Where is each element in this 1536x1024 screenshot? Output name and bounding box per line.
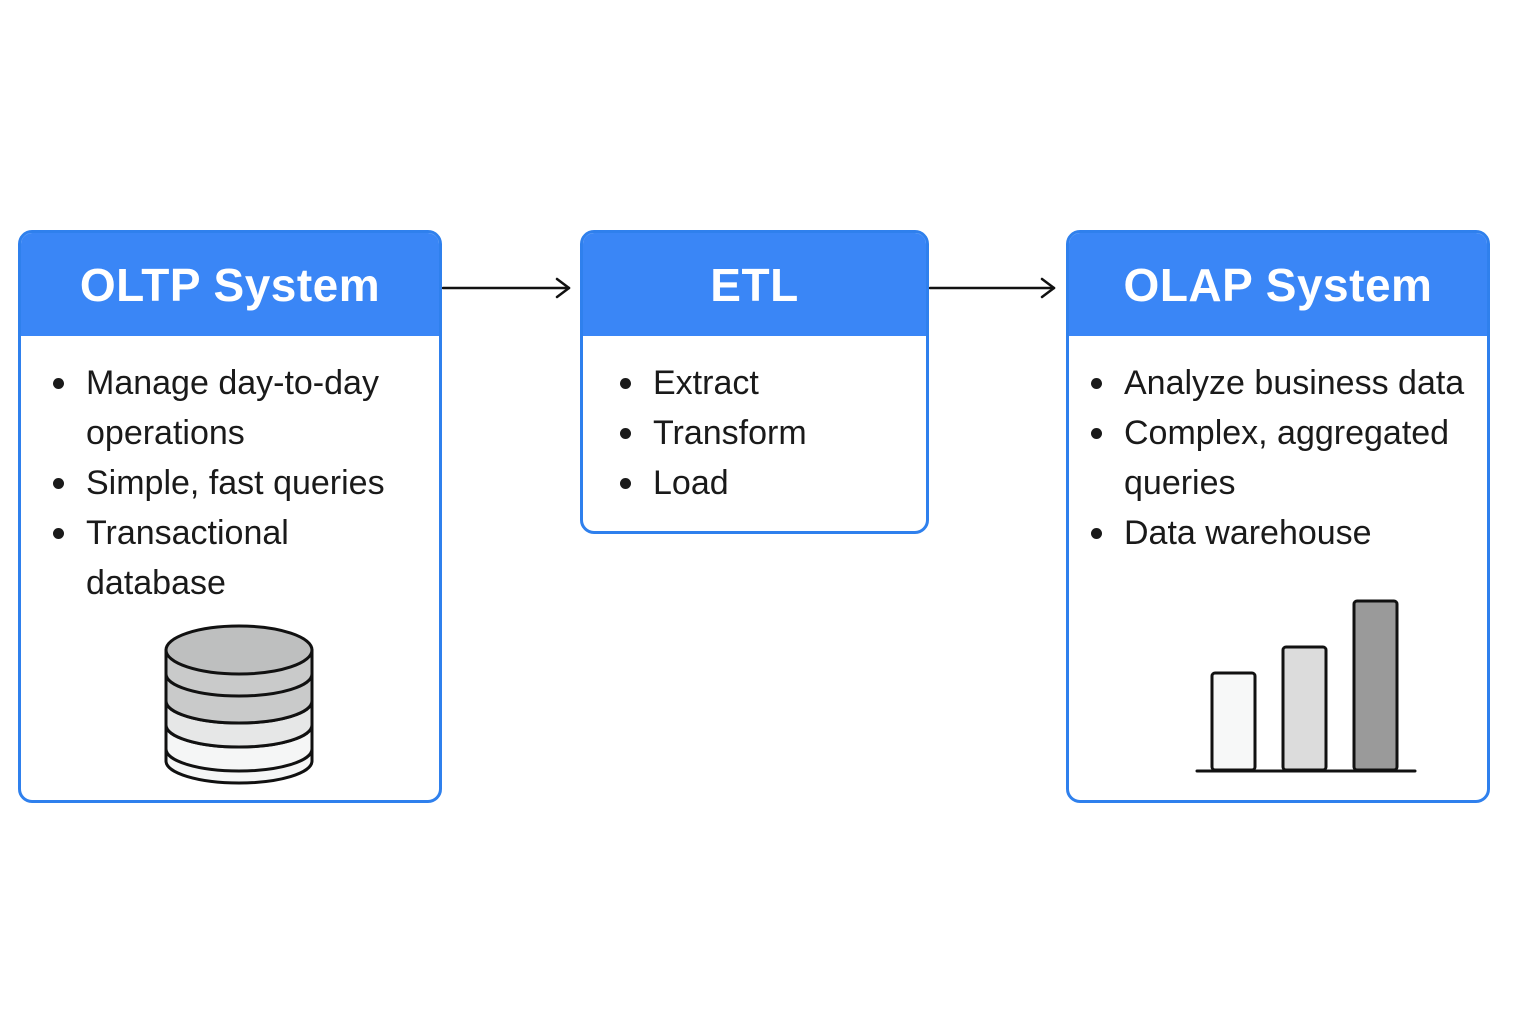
oltp-feature-list: Manage day-to-day operations Simple, fas… — [53, 358, 426, 608]
oltp-feature-item: Transactional database — [53, 508, 426, 608]
arrow-oltp-to-etl — [441, 277, 571, 299]
etl-step-item: Load — [620, 458, 913, 508]
arrow-etl-to-olap — [928, 277, 1056, 299]
etl-box: ETL Extract Transform Load — [580, 230, 929, 534]
olap-feature-item: Analyze business data — [1091, 358, 1484, 408]
olap-feature-item: Data warehouse — [1091, 508, 1484, 558]
etl-step-list: Extract Transform Load — [620, 358, 913, 508]
olap-feature-item: Complex, aggregated queries — [1091, 408, 1484, 508]
olap-feature-list: Analyze business data Complex, aggregate… — [1091, 358, 1484, 558]
oltp-system-box: OLTP System Manage day-to-day operations… — [18, 230, 442, 803]
olap-system-title: OLAP System — [1069, 233, 1487, 336]
etl-title: ETL — [583, 233, 926, 336]
database-icon — [164, 624, 314, 785]
oltp-system-title: OLTP System — [21, 233, 439, 336]
olap-system-box: OLAP System Analyze business data Comple… — [1066, 230, 1490, 803]
bar-chart-icon — [1195, 599, 1417, 773]
etl-step-item: Transform — [620, 408, 913, 458]
oltp-feature-item: Simple, fast queries — [53, 458, 426, 508]
oltp-feature-item: Manage day-to-day operations — [53, 358, 426, 458]
etl-step-item: Extract — [620, 358, 913, 408]
